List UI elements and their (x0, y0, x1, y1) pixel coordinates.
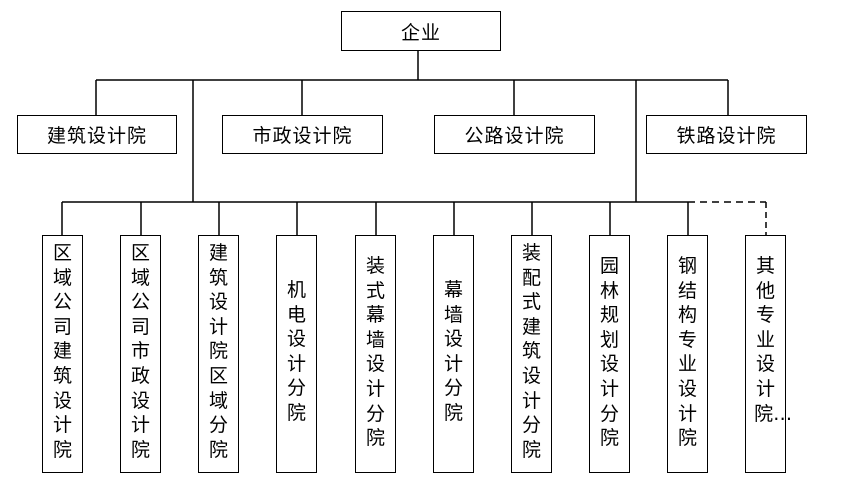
branch-node: 其他专业设计院… (745, 235, 793, 473)
root-label: 企业 (400, 21, 441, 44)
branch-node: 区域公司建筑设计院 (42, 235, 83, 473)
institute-node: 市政设计院 (222, 115, 383, 154)
branch-label: 区域公司市政设计院 (130, 242, 150, 461)
institute-label: 铁路设计院 (676, 125, 777, 147)
branch-node: 幕墙设计分院 (433, 235, 474, 473)
branch-label: 幕墙设计分院 (443, 279, 463, 424)
branch-label: 其他专业设计院… (754, 255, 793, 425)
institute-label: 公路设计院 (464, 125, 565, 147)
branch-label: 区域公司建筑设计院 (52, 242, 72, 461)
institute-label: 市政设计院 (252, 125, 353, 147)
branch-node: 机电设计分院 (276, 235, 317, 473)
branch-label: 装配式建筑设计分院 (521, 242, 541, 461)
institute-node: 建筑设计院 (17, 115, 177, 154)
branch-label: 装式幕墙设计分院 (365, 255, 385, 450)
branch-node: 装配式建筑设计分院 (511, 235, 552, 473)
branch-label: 园林规划设计分院 (599, 255, 619, 450)
root-node: 企业 (341, 11, 501, 51)
branch-node: 钢结构专业设计院 (667, 235, 708, 473)
branch-label: 机电设计分院 (286, 279, 306, 424)
branch-node: 装式幕墙设计分院 (355, 235, 396, 473)
institute-node: 铁路设计院 (646, 115, 807, 154)
branch-label: 建筑设计院区域分院 (208, 242, 228, 461)
branch-node: 园林规划设计分院 (589, 235, 630, 473)
institute-node: 公路设计院 (434, 115, 595, 154)
branch-node: 建筑设计院区域分院 (198, 235, 239, 473)
institute-label: 建筑设计院 (46, 125, 147, 147)
branch-label: 钢结构专业设计院 (677, 255, 697, 450)
branch-node: 区域公司市政设计院 (120, 235, 161, 473)
